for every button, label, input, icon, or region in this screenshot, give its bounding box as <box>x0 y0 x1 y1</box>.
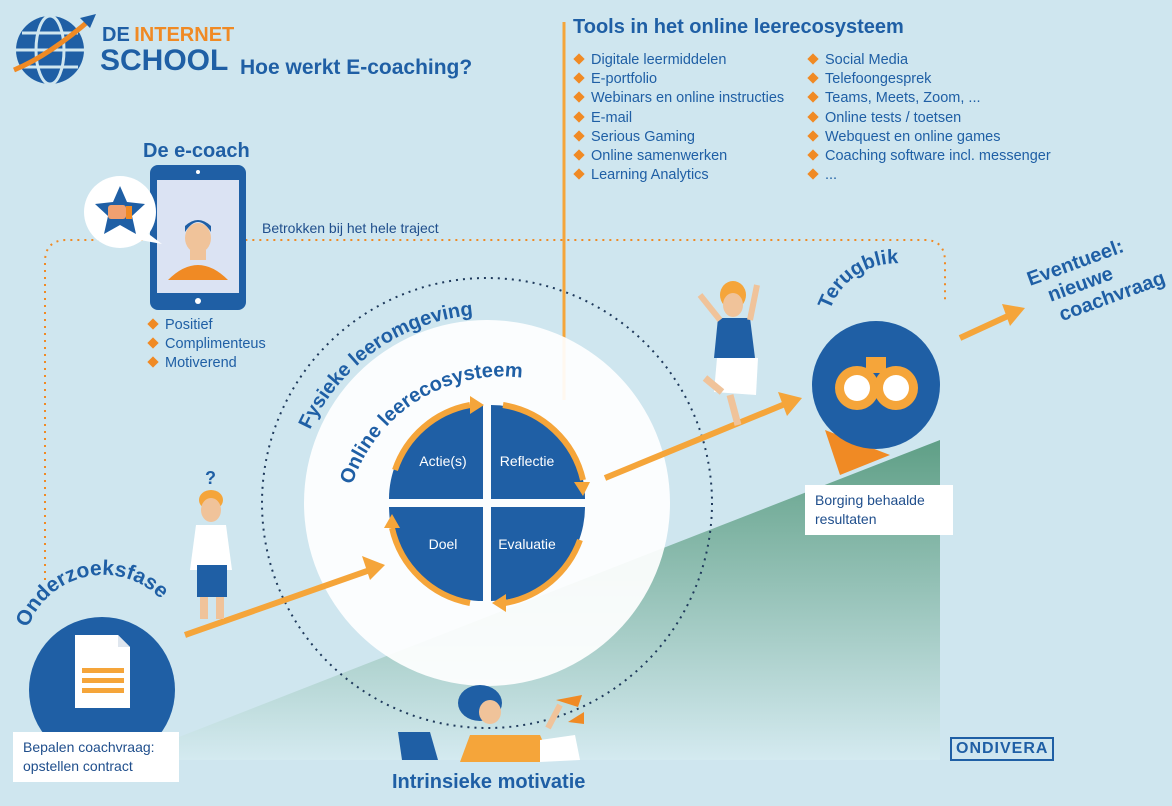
list-item: Online samenwerken <box>572 147 784 166</box>
list-item: Online tests / toetsen <box>806 109 1051 128</box>
person-questioning <box>190 490 232 619</box>
binoculars-icon <box>835 357 918 410</box>
motivatie-label: Intrinsieke motivatie <box>392 771 586 793</box>
logo-text: DE INTERNET <box>102 24 234 47</box>
person-with-laptop <box>398 685 584 762</box>
thumbs-up-star-icon <box>84 176 162 248</box>
svg-text:Terugblik: Terugblik <box>814 246 899 312</box>
terugblik-label: Terugblik <box>814 246 899 312</box>
borging-box: Borging behaalde resultaten <box>805 485 953 535</box>
contract-line-1: Bepalen coachvraag: <box>23 739 155 755</box>
logo-de: DE <box>102 24 130 46</box>
logo-internet: INTERNET <box>134 24 235 46</box>
tools-list-left: Digitale leermiddelen E-portfolio Webina… <box>572 51 784 185</box>
eventueel-label: Eventueel: nieuwe coachvraag <box>1024 235 1168 325</box>
list-item: Motiverend <box>146 354 266 373</box>
cycle-actie: Actie(s) <box>419 453 467 469</box>
physical-ring <box>261 277 713 729</box>
person-jumping <box>697 281 760 426</box>
list-item: Webquest en online games <box>806 128 1051 147</box>
list-item: ... <box>806 166 1051 185</box>
list-item: Digitale leermiddelen <box>572 51 784 70</box>
globe-logo-icon <box>13 14 96 86</box>
cycle-reflectie: Reflectie <box>499 453 555 469</box>
borging-line-1: Borging behaalde <box>815 492 925 508</box>
list-item: Teams, Meets, Zoom, ... <box>806 89 1051 108</box>
ondivera-logo: ONDIVERA <box>950 737 1055 761</box>
page-title: Hoe werkt E-coaching? <box>240 56 473 79</box>
question-mark: ? <box>205 468 216 488</box>
ecoach-title: De e-coach <box>143 140 250 162</box>
involved-label: Betrokken bij het hele traject <box>262 220 439 236</box>
list-item: Social Media <box>806 51 1051 70</box>
tools-list-right: Social Media Telefoongesprek Teams, Meet… <box>806 51 1051 185</box>
tablet-icon <box>150 165 246 310</box>
ecoach-traits: Positief Complimenteus Motiverend <box>146 316 266 374</box>
contract-line-2: opstellen contract <box>23 758 133 774</box>
document-icon <box>75 635 130 708</box>
list-item: Learning Analytics <box>572 166 784 185</box>
list-item: Serious Gaming <box>572 128 784 147</box>
list-item: Coaching software incl. messenger <box>806 147 1051 166</box>
tools-title: Tools in het online leerecosysteem <box>573 16 904 38</box>
list-item: E-mail <box>572 109 784 128</box>
cycle-wheel <box>384 396 590 612</box>
list-item: Webinars en online instructies <box>572 89 784 108</box>
list-item: Complimenteus <box>146 335 266 354</box>
list-item: Telefoongesprek <box>806 70 1051 89</box>
borging-line-2: resultaten <box>815 511 877 527</box>
contract-box: Bepalen coachvraag: opstellen contract <box>13 732 179 782</box>
cycle-evaluatie: Evaluatie <box>498 536 556 552</box>
list-item: Positief <box>146 316 266 335</box>
list-item: E-portfolio <box>572 70 784 89</box>
cycle-doel: Doel <box>428 536 458 552</box>
logo-school: SCHOOL <box>100 44 229 77</box>
online-ring <box>304 320 670 686</box>
